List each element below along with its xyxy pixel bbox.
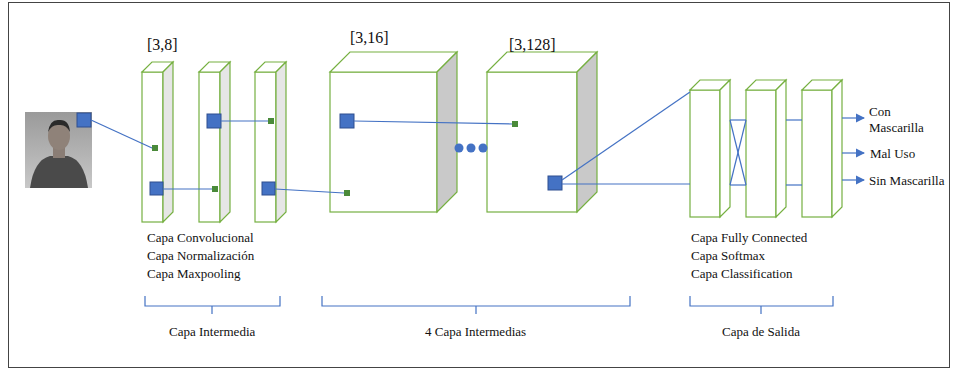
group-label: 4 Capa Intermedias	[425, 324, 526, 340]
group-bracket	[145, 296, 833, 314]
ellipsis-dots	[455, 144, 488, 153]
layer-box	[142, 62, 286, 222]
layer-name: Capa Softmax	[691, 248, 765, 264]
feature-cube	[330, 52, 597, 212]
layer-name: Capa Fully Connected	[691, 230, 807, 246]
frame	[9, 3, 950, 368]
class-name: Con Mascarilla	[869, 104, 945, 136]
layer-name: Capa Convolucional	[147, 230, 254, 246]
kernel-square	[150, 114, 562, 195]
group-label: Capa de Salida	[722, 324, 800, 340]
output-arrow	[842, 118, 864, 180]
shape-size: [3,8]	[147, 36, 178, 54]
shape-size: [3,16]	[350, 29, 389, 47]
class-name: Mal Uso	[870, 146, 915, 162]
layer-name: Capa Classification	[691, 266, 792, 282]
layer-name: Capa Maxpooling	[147, 266, 241, 282]
output-box	[690, 80, 842, 217]
layer-name: Capa Normalización	[147, 248, 254, 264]
shape-size: [3,128]	[509, 36, 556, 54]
class-name: Sin Mascarilla	[869, 173, 945, 189]
group-label: Capa Intermedia	[169, 324, 255, 340]
target-dot	[152, 118, 518, 196]
connection-line	[91, 92, 802, 193]
input-photo	[25, 112, 92, 188]
